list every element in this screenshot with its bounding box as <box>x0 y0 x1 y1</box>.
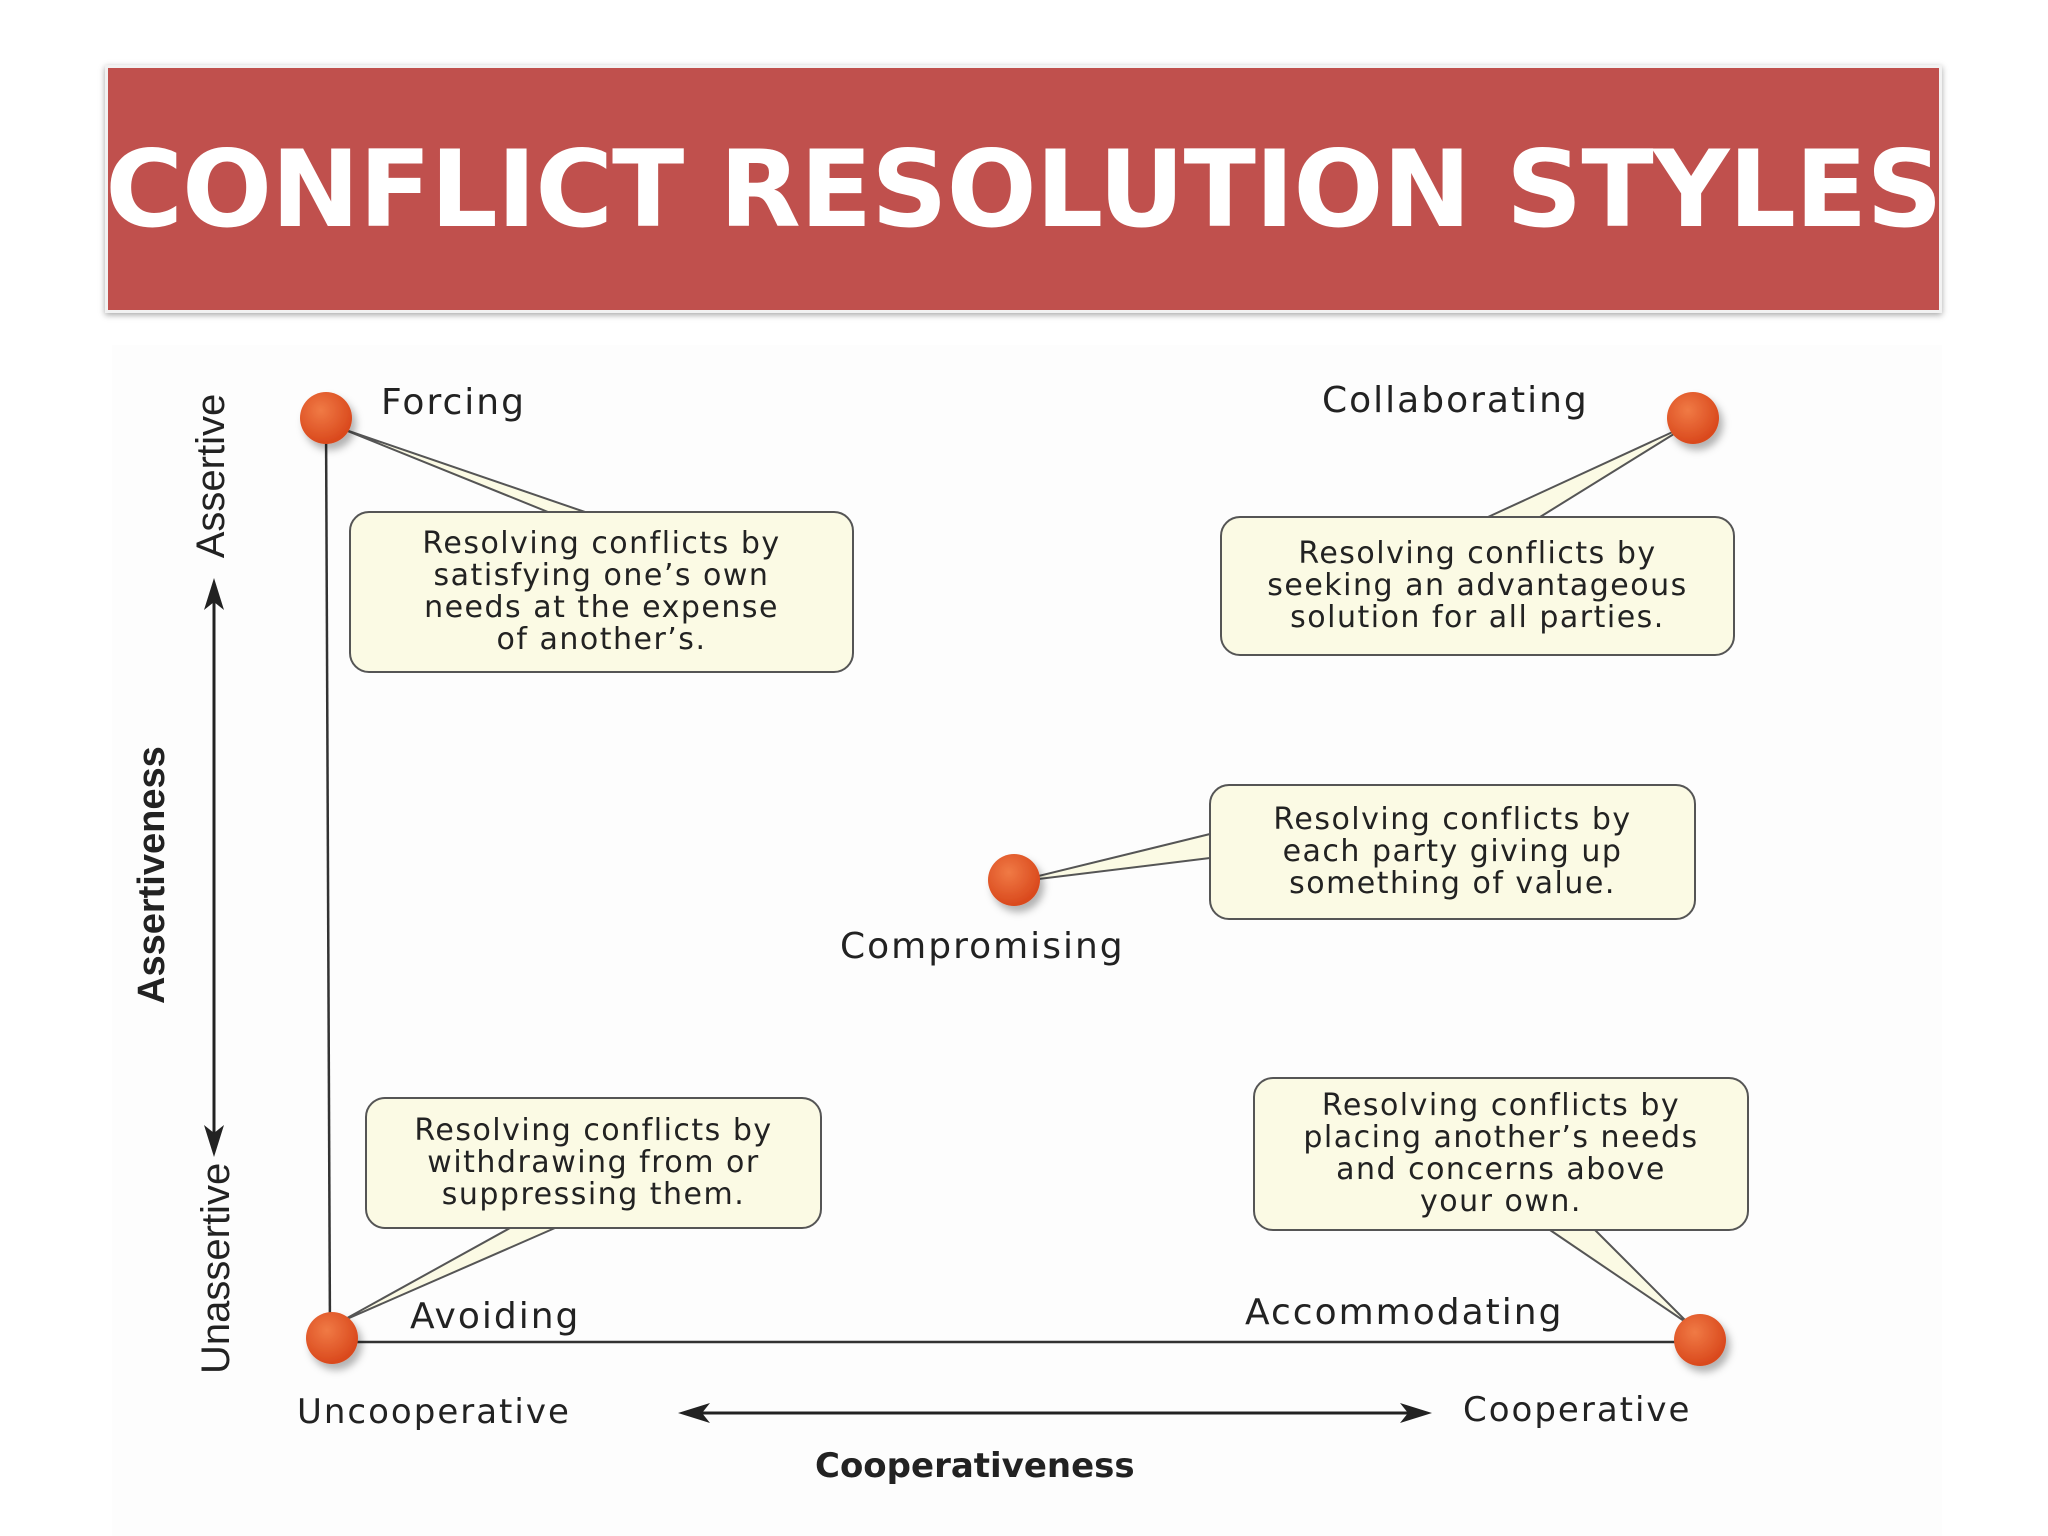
compromising-label: Compromising <box>840 926 1125 967</box>
compromising-description-line: each party giving up <box>1282 834 1623 869</box>
collaborating-description-line: seeking an advantageous <box>1267 568 1688 603</box>
forcing-callout: Resolving conflicts by satisfying one’s … <box>349 511 854 673</box>
forcing-description-line: of another’s. <box>496 622 707 657</box>
assertiveness-arrow <box>204 578 224 1157</box>
avoiding-description-line: withdrawing from or <box>427 1145 760 1180</box>
collaborating-callout-pointer <box>1487 423 1691 518</box>
page-title: CONFLICT RESOLUTION STYLES <box>105 127 1943 251</box>
avoiding-description-line: Resolving conflicts by <box>414 1113 773 1148</box>
collaborating-description-line: solution for all parties. <box>1290 600 1665 635</box>
collaborating-label: Collaborating <box>1322 380 1589 421</box>
forcing-point <box>300 392 352 444</box>
title-banner: CONFLICT RESOLUTION STYLES <box>105 65 1943 313</box>
vertical-axis-line <box>324 417 332 1339</box>
accommodating-label: Accommodating <box>1245 1292 1564 1333</box>
compromising-description-line: Resolving conflicts by <box>1273 802 1632 837</box>
forcing-description-line: Resolving conflicts by <box>422 526 781 561</box>
collaborating-callout: Resolving conflicts by seeking an advant… <box>1220 516 1735 656</box>
avoiding-description-line: suppressing them. <box>441 1177 746 1212</box>
accommodating-callout: Resolving conflicts by placing another’s… <box>1253 1077 1749 1231</box>
assertiveness-axis-title: Assertiveness <box>131 746 173 1004</box>
accommodating-description-line: placing another’s needs <box>1303 1120 1699 1155</box>
forcing-description-line: satisfying one’s own <box>433 558 770 593</box>
accommodating-description-line: and concerns above <box>1336 1152 1666 1187</box>
assertive-label: Assertive <box>189 393 233 559</box>
compromising-point <box>988 854 1040 906</box>
avoiding-callout: Resolving conflicts by withdrawing from … <box>365 1097 822 1229</box>
cooperative-label: Cooperative <box>1463 1390 1692 1430</box>
forcing-callout-pointer <box>339 427 586 513</box>
accommodating-point <box>1674 1314 1726 1366</box>
accommodating-description-line: your own. <box>1420 1184 1582 1219</box>
collaborating-description-line: Resolving conflicts by <box>1298 536 1657 571</box>
unassertive-label: Unassertive <box>194 1162 238 1374</box>
compromising-description-line: something of value. <box>1289 866 1616 901</box>
avoiding-point <box>306 1312 358 1364</box>
accommodating-callout-pointer <box>1549 1229 1691 1326</box>
cooperativeness-axis-title: Cooperativeness <box>815 1446 1135 1486</box>
cooperativeness-arrow <box>678 1403 1432 1423</box>
collaborating-point <box>1667 392 1719 444</box>
uncooperative-label: Uncooperative <box>297 1392 571 1432</box>
compromising-callout-pointer <box>1013 833 1211 883</box>
forcing-label: Forcing <box>381 382 526 423</box>
avoiding-label: Avoiding <box>410 1296 581 1337</box>
compromising-callout: Resolving conflicts by each party giving… <box>1209 784 1696 920</box>
forcing-description-line: needs at the expense <box>424 590 779 625</box>
accommodating-description-line: Resolving conflicts by <box>1321 1088 1681 1123</box>
